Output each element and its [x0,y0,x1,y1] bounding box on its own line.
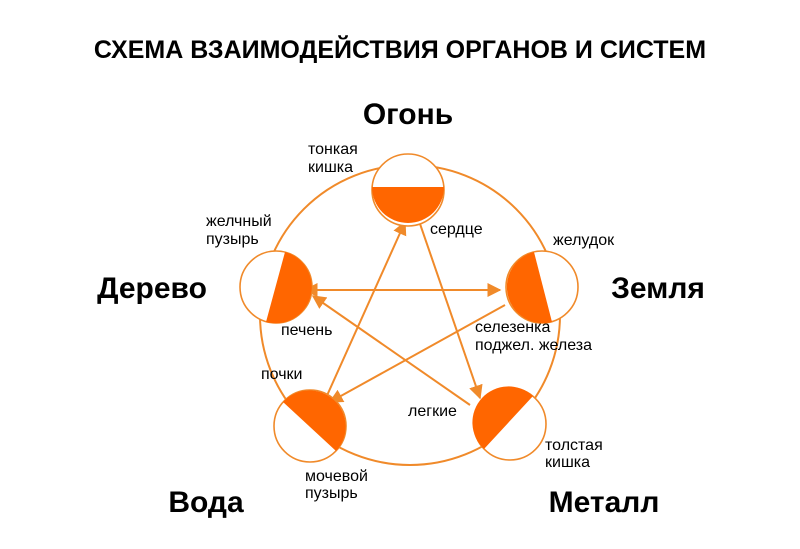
controlling-cycle-arrows [303,217,506,406]
node-water [273,389,347,463]
organ-label-spleen: селезенка поджел. железа [475,319,592,354]
element-label-water: Вода [168,486,244,519]
page-title: СХЕМА ВЗАИМОДЕЙСТВИЯ ОРГАНОВ И СИСТЕМ [94,34,706,64]
organ-label-heart: сердце [430,221,483,238]
arrow-fire-metal [417,217,483,400]
element-label-earth: Земля [611,272,705,305]
organ-label-lungs: легкие [408,403,457,420]
organ-label-bladder: мочевой пузырь [305,468,372,502]
node-metal [472,386,547,461]
arrow-earth-water [328,304,506,403]
arrow-water-fire [324,220,407,401]
node-wood [239,250,313,324]
node-earth [505,250,579,324]
node-fire [371,153,445,227]
organ-label-small-intestine: тонкая кишка [308,141,362,176]
organ-label-liver: печень [281,322,332,339]
organ-label-large-intestine: толстая кишка [545,437,607,471]
element-label-wood: Дерево [97,272,207,305]
element-label-fire: Огонь [363,98,453,131]
element-label-metal: Металл [549,486,660,519]
organ-label-kidneys: почки [261,366,302,383]
arrow-metal-wood [311,295,471,406]
organ-label-gallbladder: желчный пузырь [206,213,276,248]
organ-label-stomach: желудок [553,232,615,249]
